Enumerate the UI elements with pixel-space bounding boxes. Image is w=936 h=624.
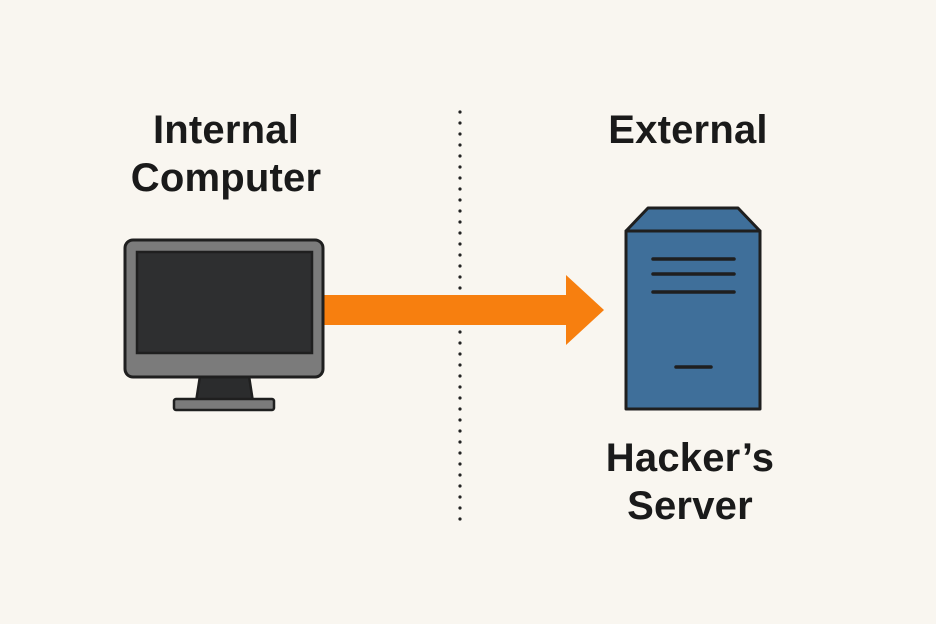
server-top: [624, 206, 762, 233]
internal-label-line1: Internal: [152, 108, 300, 152]
arrow-head: [566, 275, 604, 345]
internal-label-line2: Computer: [130, 156, 322, 200]
computer-monitor-icon: [123, 238, 325, 412]
monitor-screen: [135, 250, 314, 355]
monitor-base: [172, 397, 276, 412]
server-label-line1: Hacker’s: [605, 436, 775, 480]
external-label: External: [538, 106, 838, 154]
hackers-server-label: Hacker’s Server: [540, 434, 840, 530]
external-label-text: External: [608, 108, 768, 152]
server-tower-icon: [624, 206, 762, 411]
arrow-shaft: [316, 295, 572, 325]
server-label-line2: Server: [627, 484, 753, 528]
internal-computer-label: Internal Computer: [76, 106, 376, 202]
arrow-right-icon: [316, 275, 604, 345]
